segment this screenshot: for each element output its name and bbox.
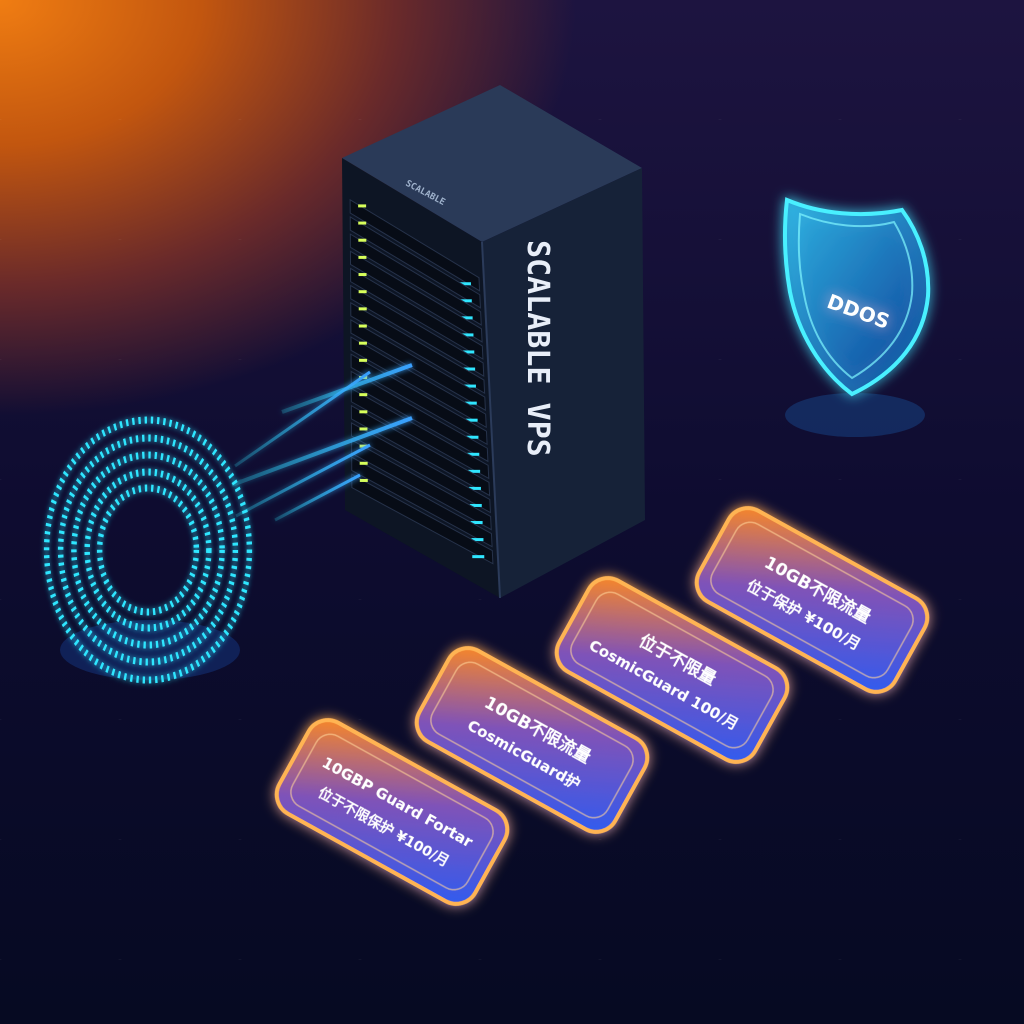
rack-unit bbox=[349, 198, 481, 292]
rack-led-yellow bbox=[359, 478, 368, 482]
rack-unit bbox=[351, 473, 494, 565]
rack-led-cyan bbox=[462, 350, 475, 354]
rack-unit bbox=[350, 370, 489, 463]
rack-led-cyan bbox=[470, 521, 483, 525]
rack-led-yellow bbox=[358, 307, 367, 311]
rack-unit bbox=[349, 250, 483, 343]
rack-led-cyan bbox=[463, 384, 476, 388]
rack-led-cyan bbox=[471, 538, 484, 542]
network-disc-icon bbox=[43, 416, 253, 684]
rack-unit bbox=[349, 216, 481, 309]
rack-led-yellow bbox=[358, 221, 367, 225]
rack-unit bbox=[350, 336, 487, 429]
rack-unit bbox=[350, 301, 486, 395]
server-tower: SCALABLE SCALABLE VPS bbox=[342, 85, 645, 599]
rack-unit bbox=[351, 456, 493, 548]
rack-unit bbox=[350, 267, 484, 360]
rack-unit bbox=[350, 422, 491, 514]
rack-led-cyan bbox=[469, 503, 482, 507]
disc-floor-glow bbox=[60, 620, 240, 680]
rack-led-cyan bbox=[472, 555, 485, 559]
rack-led-yellow bbox=[358, 238, 367, 242]
server-rack-units bbox=[349, 198, 494, 565]
data-beams bbox=[231, 363, 413, 522]
rack-led-yellow bbox=[359, 358, 368, 362]
rack-led-yellow bbox=[359, 393, 368, 397]
rack-led-cyan bbox=[464, 401, 477, 405]
server-top-face bbox=[342, 85, 642, 242]
server-side-label: SCALABLE VPS bbox=[520, 240, 555, 457]
rack-unit bbox=[350, 319, 486, 412]
pricing-card-1[interactable]: 10GB不限流量 位于保护 ¥100/月 bbox=[689, 500, 935, 700]
rack-led-cyan bbox=[458, 282, 471, 286]
rack-led-yellow bbox=[359, 410, 368, 414]
rack-led-cyan bbox=[460, 316, 473, 320]
rack-led-cyan bbox=[466, 435, 479, 439]
rack-led-yellow bbox=[359, 444, 368, 448]
rack-led-yellow bbox=[358, 255, 367, 259]
rack-led-yellow bbox=[358, 204, 367, 208]
rack-led-yellow bbox=[358, 324, 367, 328]
rack-led-cyan bbox=[465, 418, 478, 422]
rack-led-cyan bbox=[468, 486, 481, 490]
rack-unit bbox=[350, 284, 485, 377]
rack-led-cyan bbox=[463, 367, 476, 371]
rack-led-yellow bbox=[358, 341, 367, 345]
ddos-shield-icon: DDOS bbox=[783, 197, 931, 397]
shield-floor-glow bbox=[785, 393, 925, 437]
rack-unit bbox=[349, 233, 482, 326]
rack-led-yellow bbox=[358, 290, 367, 294]
pricing-card-3[interactable]: 10GB不限流量 CosmicGuard护 bbox=[409, 640, 655, 840]
rack-unit bbox=[351, 439, 492, 531]
rack-led-cyan bbox=[459, 299, 472, 303]
rack-led-cyan bbox=[461, 333, 474, 337]
server-side-face bbox=[482, 168, 645, 598]
rack-led-cyan bbox=[468, 469, 481, 473]
rack-led-yellow bbox=[359, 427, 368, 431]
pricing-card-2[interactable]: 位于不限量 CosmicGuard 100/月 bbox=[549, 570, 795, 770]
rack-unit bbox=[350, 387, 490, 480]
rack-led-yellow bbox=[359, 461, 368, 465]
rack-led-cyan bbox=[467, 452, 480, 456]
rack-led-yellow bbox=[358, 273, 367, 277]
